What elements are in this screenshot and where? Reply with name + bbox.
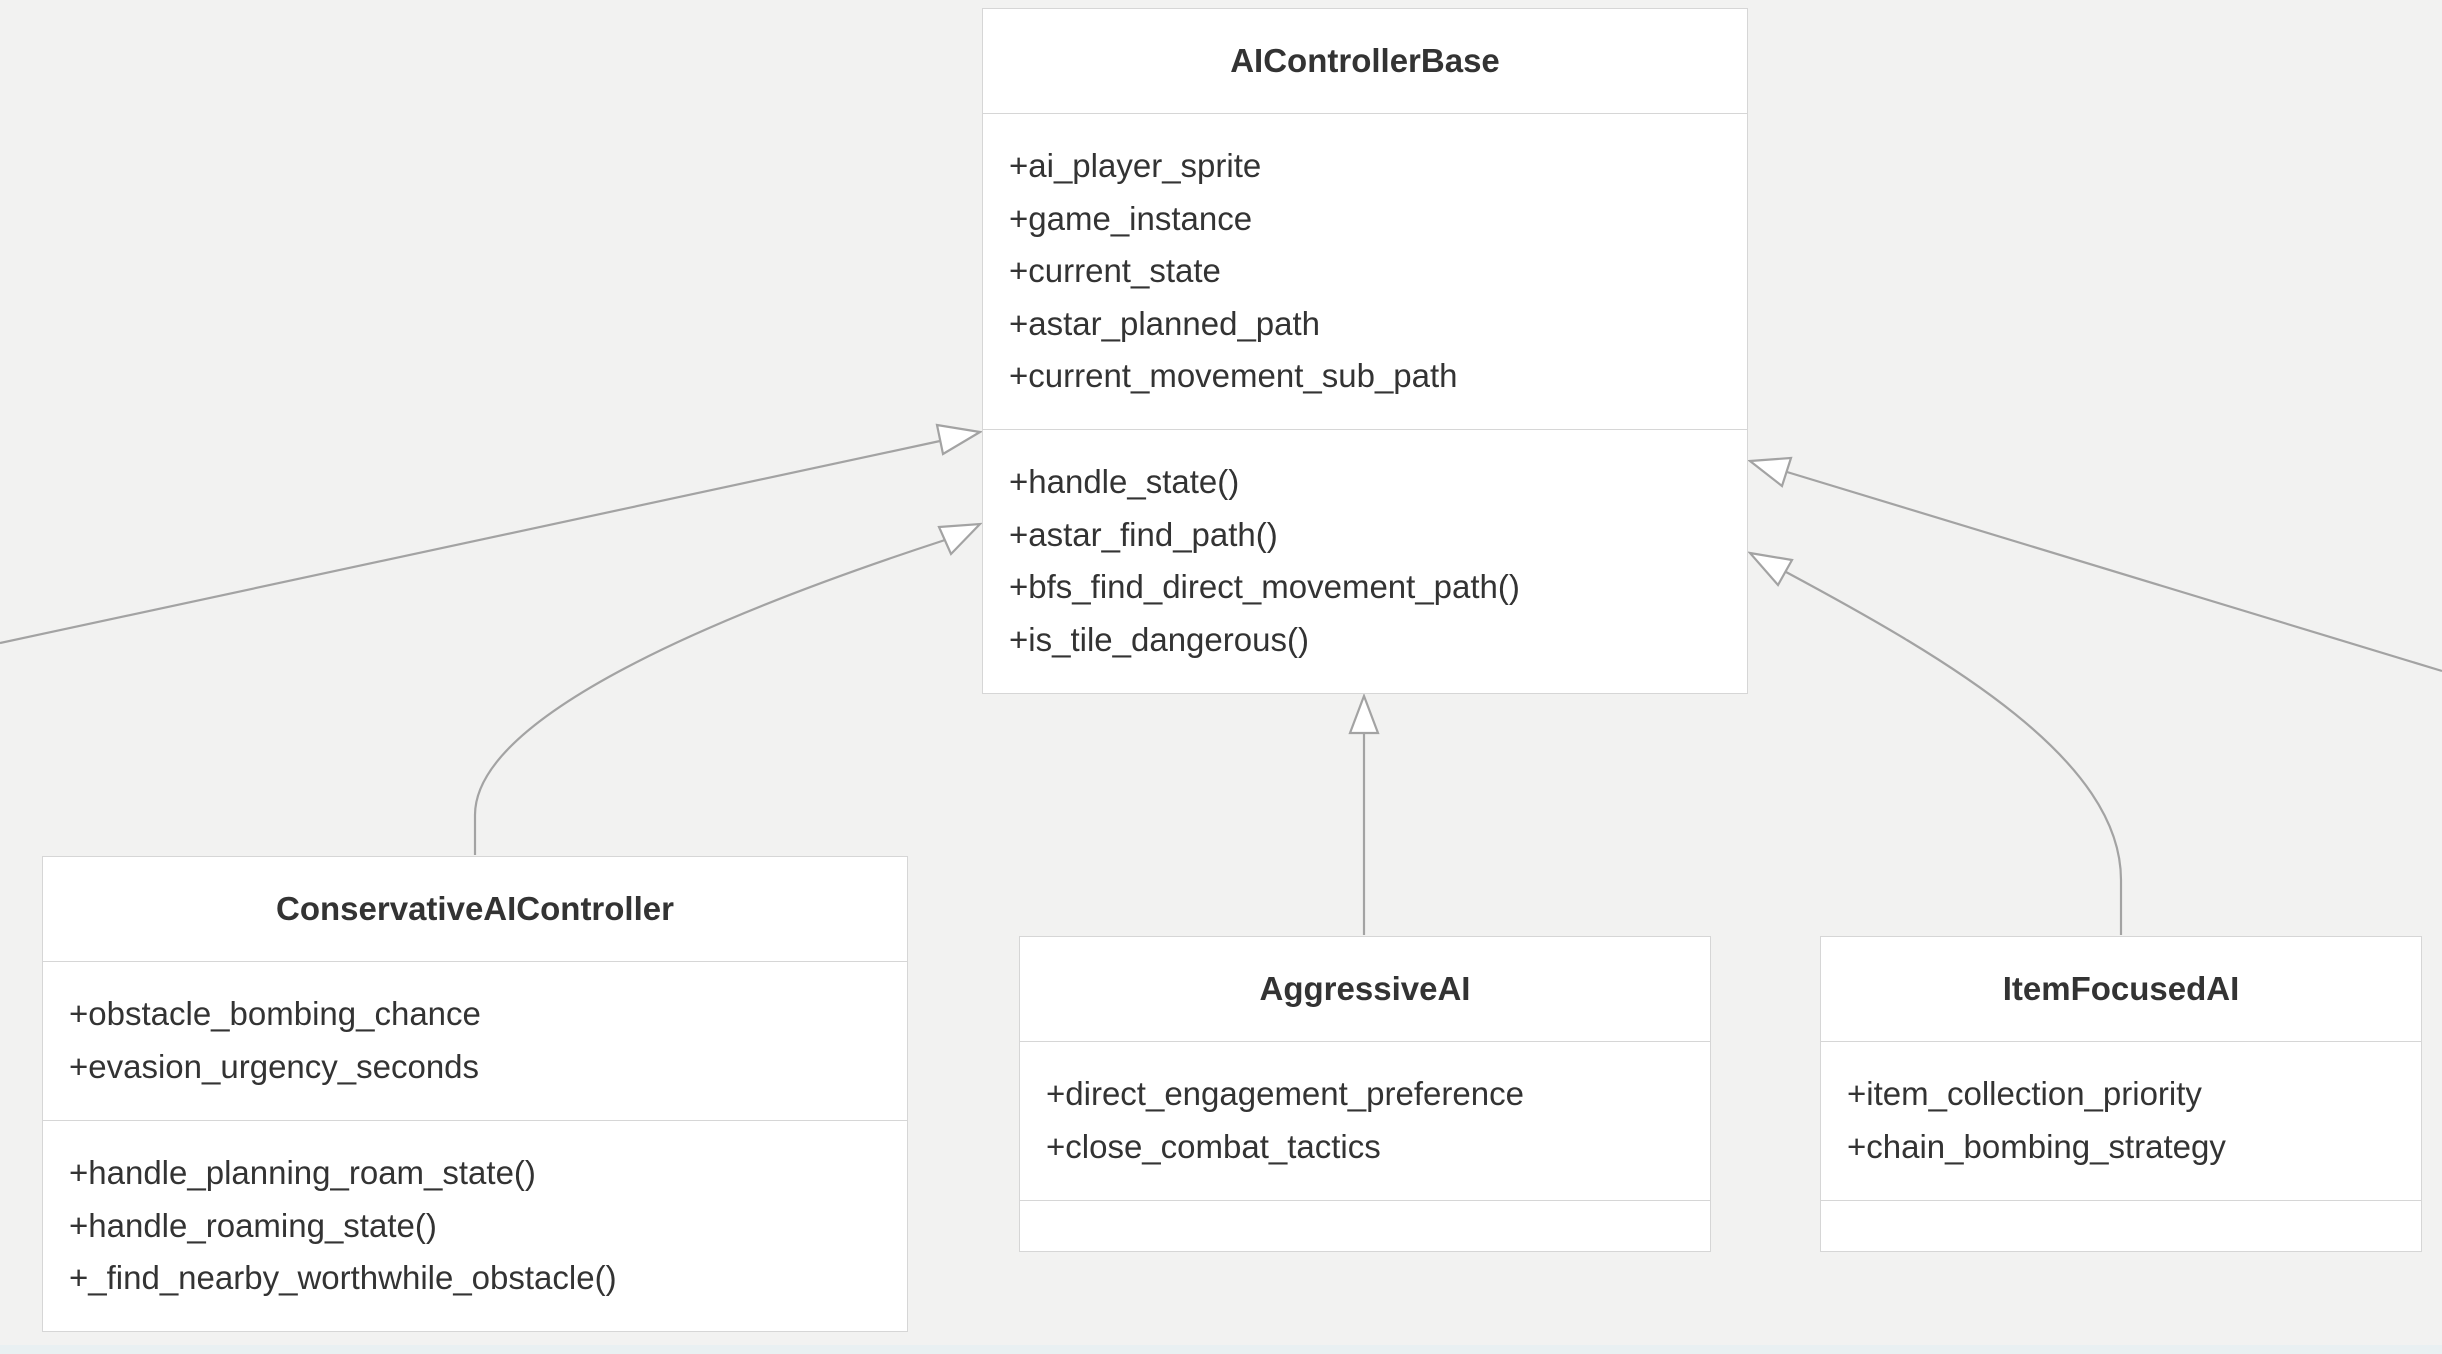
inheritance-arrowhead — [1348, 692, 1380, 735]
method: +astar_find_path() — [1009, 515, 1278, 553]
inheritance-arrowhead — [1747, 551, 1794, 587]
method: +bfs_find_direct_movement_path() — [1009, 568, 1520, 605]
class-box-conservative-ai-controller[interactable]: ConservativeAIController +obstacle_bombi… — [42, 856, 908, 1332]
attribute: +chain_bombing_strategy — [1847, 1127, 2226, 1165]
attribute: +game_instance — [1009, 199, 1253, 237]
attribute: +astar_planned_path — [1009, 304, 1321, 342]
attribute: +ai_player_sprite — [1009, 147, 1262, 184]
bottom-edge-strip — [0, 1345, 2442, 1354]
method: +handle_planning_roam_state() — [69, 1154, 536, 1191]
inheritance-arrowhead — [1747, 456, 1793, 488]
attribute-list: +direct_engagement_preference +close_com… — [1020, 1042, 1710, 1201]
edge-offscreen-right-to-base — [1786, 470, 2442, 673]
method-list: +handle_state() +astar_find_path() +bfs_… — [983, 430, 1747, 666]
method: +handle_roaming_state() — [69, 1206, 437, 1244]
attribute: +evasion_urgency_seconds — [69, 1047, 480, 1085]
method: +handle_state() — [1009, 463, 1240, 500]
class-name: AIControllerBase — [983, 9, 1747, 114]
inheritance-arrowhead — [937, 522, 983, 556]
class-name: ItemFocusedAI — [1821, 937, 2421, 1042]
attribute: +item_collection_priority — [1847, 1075, 2202, 1112]
method: +_find_nearby_worthwhile_obstacle() — [69, 1259, 617, 1296]
attribute-list: +item_collection_priority +chain_bombing… — [1821, 1042, 2421, 1201]
class-box-ai-controller-base[interactable]: AIControllerBase +ai_player_sprite +game… — [982, 8, 1748, 694]
edge-offscreen-left-to-base — [0, 439, 941, 645]
attribute: +obstacle_bombing_chance — [69, 995, 481, 1032]
attribute: +direct_engagement_preference — [1046, 1075, 1524, 1112]
class-box-item-focused-ai[interactable]: ItemFocusedAI +item_collection_priority … — [1820, 936, 2422, 1252]
class-box-aggressive-ai[interactable]: AggressiveAI +direct_engagement_preferen… — [1019, 936, 1711, 1252]
edge-item-focused-to-base — [1785, 571, 2123, 935]
attribute: +close_combat_tactics — [1046, 1127, 1381, 1165]
attribute: +current_movement_sub_path — [1009, 357, 1458, 394]
edge-conservative-to-base — [473, 538, 946, 855]
attribute-list: +ai_player_sprite +game_instance +curren… — [983, 114, 1747, 430]
method: +is_tile_dangerous() — [1009, 620, 1309, 658]
method-list: +handle_planning_roam_state() +handle_ro… — [43, 1121, 907, 1305]
attribute-list: +obstacle_bombing_chance +evasion_urgenc… — [43, 962, 907, 1121]
class-name: AggressiveAI — [1020, 937, 1710, 1042]
attribute: +current_state — [1009, 252, 1221, 289]
inheritance-arrowhead — [935, 423, 984, 456]
class-name: ConservativeAIController — [43, 857, 907, 962]
